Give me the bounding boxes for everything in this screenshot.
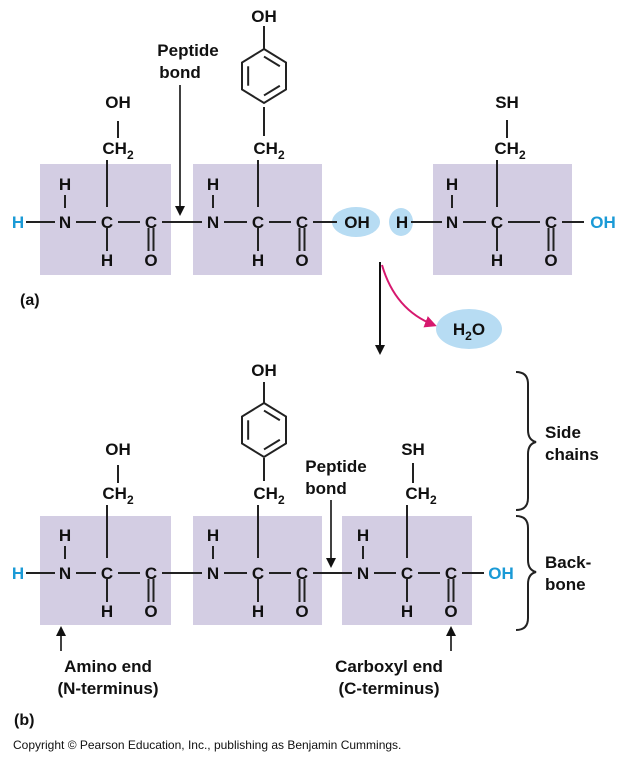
benzene-ring-tyr-double [263, 409, 281, 422]
alpha-h: H [401, 602, 413, 621]
sulfhydryl-cys: SH [401, 440, 425, 459]
carbonyl-carbon: C [445, 564, 457, 583]
peptide-bond-label-b: Peptide [305, 457, 366, 476]
backbone-label-line2: bone [545, 575, 586, 594]
n-terminal-h: H [12, 213, 24, 232]
hydroxyl-ser: OH [105, 440, 131, 459]
alpha-carbon: C [101, 564, 113, 583]
side-chains-label-line2: chains [545, 445, 599, 464]
carbonyl-carbon: C [145, 213, 157, 232]
residue-box-cys-a [433, 164, 572, 275]
amine-h: H [207, 175, 219, 194]
amino-end-label-line2: (N-terminus) [57, 679, 158, 698]
carbonyl-oxygen: O [295, 251, 308, 270]
benzene-ring-tyr-double [263, 438, 281, 451]
carbonyl-oxygen: O [544, 251, 557, 270]
peptide-bond-label-a-line2: bond [159, 63, 201, 82]
carbonyl-oxygen: O [295, 602, 308, 621]
hydroxyl-ser: OH [105, 93, 131, 112]
alpha-carbon: C [491, 213, 503, 232]
side-chains-brace [515, 371, 537, 511]
amine-h: H [357, 526, 369, 545]
amino-end-label: Amino end [64, 657, 152, 676]
copyright-text: Copyright © Pearson Education, Inc., pub… [13, 738, 401, 752]
carboxyl-end-label-line2: (C-terminus) [338, 679, 439, 698]
ch2-tyr: CH2 [253, 484, 285, 507]
alpha-h: H [252, 602, 264, 621]
ch2-ser: CH2 [102, 484, 134, 507]
ch2-cys: CH2 [405, 484, 437, 507]
alpha-carbon: C [401, 564, 413, 583]
carboxyl-oh-removed: OH [344, 213, 370, 232]
alpha-h: H [101, 602, 113, 621]
alpha-carbon: C [252, 213, 264, 232]
nitrogen: N [207, 564, 219, 583]
peptide-bond-label-b-line2: bond [305, 479, 347, 498]
alpha-h: H [252, 251, 264, 270]
oh-highlight [332, 207, 380, 237]
carboxyl-end-label: Carboxyl end [335, 657, 443, 676]
water-highlight [436, 309, 502, 349]
alpha-h: H [491, 251, 503, 270]
ch2-cys: CH2 [494, 139, 526, 162]
residue-box-ser-a [40, 164, 171, 275]
nitrogen: N [59, 213, 71, 232]
amine-h-removed: H [396, 213, 408, 232]
hydroxyl-tyr: OH [251, 7, 277, 26]
nitrogen: N [446, 213, 458, 232]
side-chains-label: Side [545, 423, 581, 442]
sulfhydryl-cys: SH [495, 93, 519, 112]
carbonyl-oxygen: O [444, 602, 457, 621]
amine-h: H [59, 526, 71, 545]
alpha-h: H [101, 251, 113, 270]
water-release-arrow [381, 264, 437, 328]
benzene-ring-tyr-double [263, 84, 281, 97]
ch2-ser: CH2 [102, 139, 134, 162]
carbonyl-carbon: C [296, 213, 308, 232]
peptide-bond-label-a: Peptide [157, 41, 218, 60]
nitrogen: N [59, 564, 71, 583]
residue-box-ser-b [40, 516, 171, 625]
backbone-brace [515, 515, 537, 631]
water-label: H2O [453, 320, 485, 343]
carbonyl-carbon: C [545, 213, 557, 232]
amine-h: H [59, 175, 71, 194]
alpha-carbon: C [101, 213, 113, 232]
nitrogen: N [357, 564, 369, 583]
nitrogen: N [207, 213, 219, 232]
benzene-ring-tyr-double [263, 55, 281, 68]
carboxyl-oh-terminal: OH [488, 564, 514, 583]
amine-h: H [207, 526, 219, 545]
carbonyl-carbon: C [145, 564, 157, 583]
ch2-tyr: CH2 [253, 139, 285, 162]
panel-a-label: (a) [20, 292, 40, 309]
hydroxyl-tyr: OH [251, 361, 277, 380]
h-highlight [389, 208, 413, 236]
backbone-label: Back- [545, 553, 591, 572]
carbonyl-oxygen: O [144, 251, 157, 270]
carboxyl-oh-terminal: OH [590, 213, 616, 232]
alpha-carbon: C [252, 564, 264, 583]
n-terminal-h: H [12, 564, 24, 583]
carbonyl-carbon: C [296, 564, 308, 583]
carbonyl-oxygen: O [144, 602, 157, 621]
panel-b-label: (b) [14, 712, 34, 729]
amine-h: H [446, 175, 458, 194]
